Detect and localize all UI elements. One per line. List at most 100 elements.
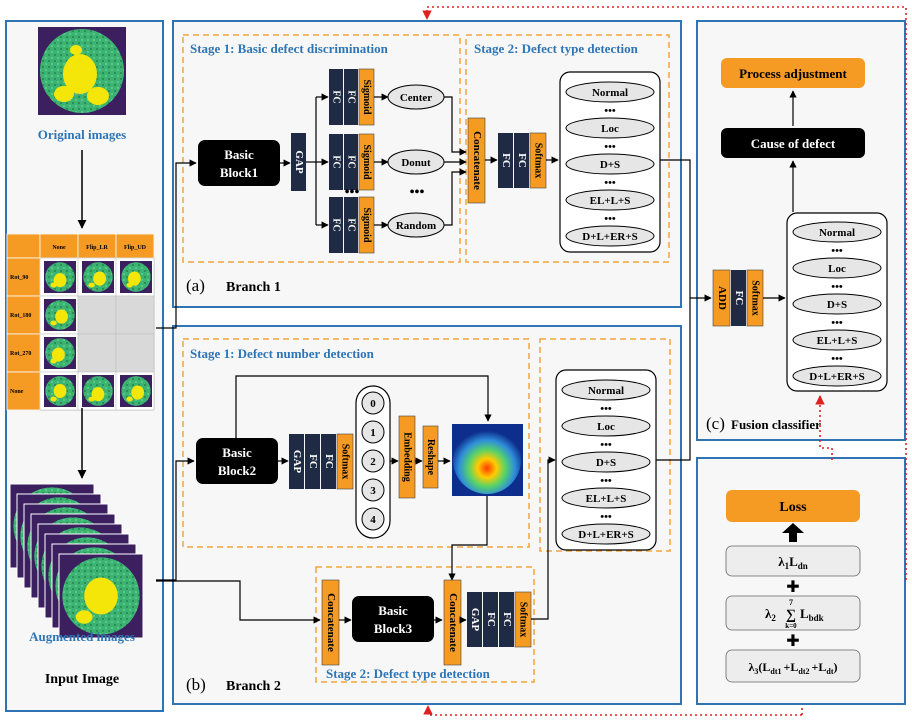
basic-block3-line1: Basic: [378, 603, 408, 618]
defect-number-circle: [361, 449, 385, 473]
loss-term3: λ3(Ldt1+Ldt2+Ldt): [748, 660, 837, 676]
branch2-embedding-label: Embedding: [402, 432, 413, 481]
branch1-fc-a: [498, 133, 513, 188]
svg-text:λ2: λ2: [765, 606, 776, 623]
fc-layer: [329, 197, 343, 253]
branch1-stage1-title: Stage 1: Basic defect discrimination: [190, 41, 389, 56]
branch2-fc-d: [499, 592, 514, 647]
branch2-reshape-label: Reshape: [425, 439, 436, 476]
fusion-class-pill: [792, 293, 882, 315]
branch2-class-pill: [561, 523, 651, 545]
fc-layer: [344, 134, 358, 190]
branch2-reshape: [422, 425, 439, 489]
loss-term2: λ2 7 ∑ k=0 Lbdk: [765, 598, 824, 630]
branch2-gap-label: GAP: [291, 450, 303, 474]
branch2-gap2: [467, 592, 482, 647]
branch2-fc-a-label: FC: [307, 454, 319, 469]
branch1-class-ellipsis: •••: [604, 141, 616, 153]
aug-cell-empty: [115, 295, 155, 335]
fc-label: FC: [331, 218, 342, 231]
branch2-fc-b: [321, 434, 336, 489]
fusion-class-label: D+L+ER+S: [809, 371, 864, 383]
fc-layer: [329, 69, 343, 125]
aug-col-header: Flip_LR: [86, 245, 108, 251]
fusion-class-ellipsis: •••: [831, 353, 843, 365]
branch2-fc-d-label: FC: [501, 612, 513, 627]
fc-layer: [344, 197, 358, 253]
arrow-input-to-branch1: [156, 159, 197, 329]
branch1-class-label: Normal: [592, 87, 628, 99]
branch2-class-ellipsis: •••: [600, 403, 612, 415]
fusion-fc: [731, 270, 746, 326]
branch2-class-pill: [561, 379, 651, 401]
fusion-class-pill: [792, 329, 882, 351]
original-wafer-image: [38, 27, 126, 115]
branch1-softmax-label: Softmax: [533, 143, 544, 179]
fusion-panel-letter: (c): [706, 414, 725, 433]
branch2-stage1-box: [182, 338, 530, 548]
fc-layer: [329, 134, 343, 190]
branch2-class-label: Loc: [597, 421, 615, 433]
branch1-fc-b-label: FC: [516, 153, 528, 168]
branch2-embedding: [398, 415, 416, 499]
fusion-add: [712, 269, 731, 327]
augmented-images-stack: [9, 483, 144, 639]
defect-number-circle: [361, 420, 385, 444]
cause-of-defect-box: [721, 128, 865, 158]
aug-cell-wafer: [44, 337, 76, 369]
branch1-class-pill: [565, 189, 655, 211]
basic-block1-line2: Block1: [220, 165, 258, 180]
input-image-title: Input Image: [45, 672, 119, 687]
svg-text:7: 7: [789, 598, 793, 607]
basic-block2-line2: Block2: [218, 463, 256, 478]
branch1-panel-letter: (a): [186, 276, 205, 295]
branch1-class-pill: [565, 153, 655, 175]
branch2-fc-c: [483, 592, 498, 647]
aug-cell-empty: [77, 295, 117, 335]
branch2-class-stage-box: [539, 338, 671, 552]
aug-row-header: Rot_90: [10, 275, 28, 281]
defect-number-circle: [361, 391, 385, 415]
basic-block2: [196, 438, 278, 484]
sigmoid-label: Sigmoid: [361, 207, 372, 242]
defect-number-label: 0: [370, 398, 376, 410]
fusion-class-ellipsis: •••: [831, 245, 843, 257]
fusion-class-pill: [792, 257, 882, 279]
branch2-class-label: EL+L+S: [586, 493, 627, 505]
branch2-skip-line: [235, 375, 492, 438]
branch2-concatenate-b-label: Concatenate: [447, 593, 459, 652]
fc-label: FC: [346, 155, 357, 168]
defect-number-label: 1: [370, 427, 376, 439]
loss-up-arrow-icon: [782, 523, 804, 542]
aug-col-header: None: [52, 245, 66, 251]
branch1-class-label: D+S: [600, 159, 620, 171]
fc-label: FC: [331, 155, 342, 168]
aug-cell-empty: [115, 333, 155, 373]
branch2-class-ellipsis: •••: [600, 439, 612, 451]
defect-number-circle: [361, 478, 385, 502]
loss-plus-icon-2: ✚: [786, 633, 799, 650]
branch1-gap-label: GAP: [293, 150, 305, 174]
branch2-softmax-label: Softmax: [340, 444, 351, 480]
branch2-class-ellipsis: •••: [600, 475, 612, 487]
branch1-fanout-lines: [306, 93, 329, 229]
branch2-gap2-label: GAP: [469, 608, 481, 632]
aug-row-header-cell: [6, 295, 41, 335]
original-images-label: Original images: [38, 127, 126, 142]
loss-box: [726, 490, 860, 522]
defect-number-label: 3: [370, 485, 376, 497]
branch2-concatenate-a-label: Concatenate: [325, 593, 337, 652]
arrow-input-to-branch2: [156, 457, 195, 581]
branch1-class-label: EL+L+S: [590, 195, 631, 207]
branch2-fc-a: [305, 434, 320, 489]
branch1-stage2-box: [465, 34, 670, 263]
branch2-panel-letter: (b): [186, 675, 206, 694]
loss-term3-box: [725, 649, 861, 683]
branch1-class-pill: [565, 81, 655, 103]
svg-text:k=0: k=0: [785, 622, 797, 630]
svg-text:∑: ∑: [786, 608, 796, 623]
aug-cell-wafer: [44, 261, 76, 293]
